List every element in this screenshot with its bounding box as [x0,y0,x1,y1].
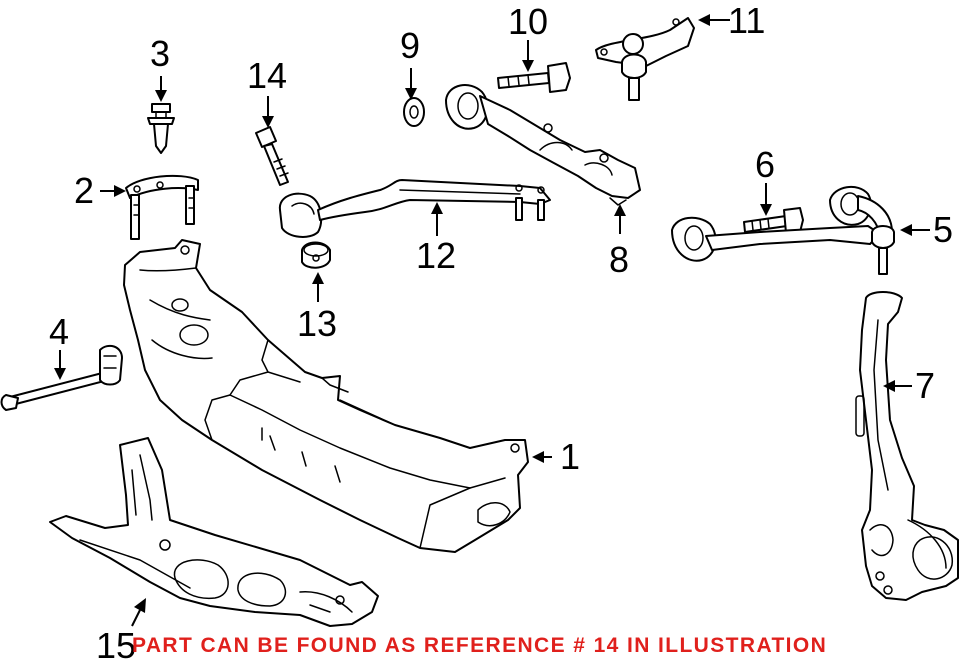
part-thrust-arm [278,179,551,238]
reference-notice: PART CAN BE FOUND AS REFERENCE # 14 IN I… [132,634,828,657]
callout-2: 2 [74,170,94,211]
callout-5: 5 [933,209,953,250]
part-crossmember [123,239,529,553]
callout-leaders [54,14,930,627]
callout-14: 14 [247,55,287,96]
part-ball-joint [595,17,695,101]
callout-10: 10 [508,1,548,42]
callout-13: 13 [297,303,337,344]
callout-15: 15 [96,625,136,664]
callout-8: 8 [609,239,629,280]
part-upper-control-arm [671,185,895,275]
callout-labels: 1 2 3 4 5 6 7 8 9 10 11 12 13 14 15 [49,0,953,664]
part-bushing [301,241,331,269]
callout-3: 3 [150,33,170,74]
part-thrust-arm-bolt [255,126,289,186]
callout-12: 12 [416,235,456,276]
callout-9: 9 [400,25,420,66]
part-lower-arm-bolt [497,62,571,93]
part-steering-knuckle [855,291,959,601]
callout-4: 4 [49,311,69,352]
callout-11: 11 [728,0,765,41]
callout-1: 1 [560,436,580,477]
part-lower-control-arm [445,84,641,206]
callout-7: 7 [915,365,935,406]
part-tension-strut-rod [0,344,123,411]
part-u-bolt-bracket [125,174,199,240]
part-upper-arm-bolt [743,207,804,234]
part-washer [403,97,425,127]
callout-6: 6 [755,144,775,185]
part-push-clip [147,103,175,154]
part-skid-plate [49,437,379,627]
